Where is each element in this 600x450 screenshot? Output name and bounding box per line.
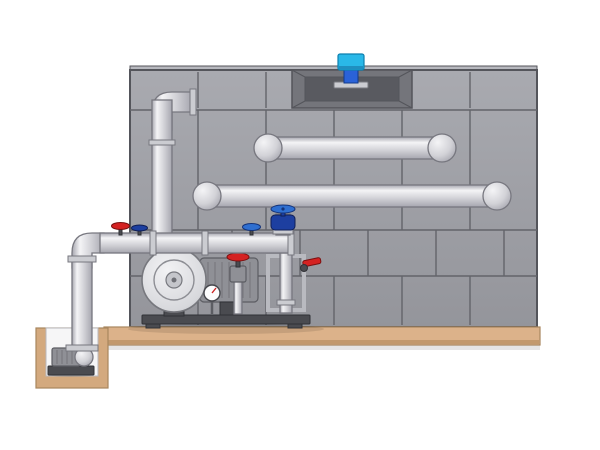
skid-shadow (128, 324, 324, 334)
manifold-blue-handwheel-valve (131, 224, 148, 236)
skid-foot-left (145, 323, 161, 329)
manifold-run (99, 232, 293, 254)
suction-flange-upper (67, 255, 97, 263)
upper-pipe-run (267, 136, 443, 160)
red-lever (302, 257, 322, 268)
middle-pipe-left-elbow (192, 181, 222, 211)
sensor-band (339, 66, 363, 69)
pressure-gauge (203, 284, 221, 314)
red-lever-valve (300, 257, 322, 272)
sump-pump (47, 347, 95, 376)
pump-skid (141, 247, 322, 329)
red-handwheel-valve (226, 252, 250, 315)
suction-down-pipe (65, 232, 105, 352)
upper-pipe-left-elbow (253, 133, 283, 163)
globe-valve-body (270, 214, 296, 231)
riser-vertical-run (151, 99, 173, 237)
sump-pump-fins (56, 350, 73, 364)
sump-pit (35, 327, 109, 389)
upper-pipe-right-elbow (427, 133, 457, 163)
blue-globe-valve (270, 204, 296, 236)
manifold-flange-1 (149, 230, 157, 256)
small-blue-wheel (242, 223, 261, 231)
middle-pipe-right-elbow (482, 181, 512, 211)
lever-pivot (300, 264, 308, 272)
floor-front-edge (105, 340, 539, 344)
pump-hub-bolt (171, 277, 177, 283)
valve-body (229, 265, 247, 283)
hatch-perspective-lines (291, 69, 413, 109)
frame-pipe-flange (276, 299, 296, 306)
riser-elbow-flange (189, 88, 197, 116)
riser-joint-flange (148, 139, 176, 146)
gauge-needle (211, 287, 217, 294)
centrifugal-pump (141, 247, 207, 317)
manifold-red-handwheel-valve (111, 222, 130, 236)
floor-shadow (108, 345, 540, 350)
blue-valve-wheel (131, 224, 148, 232)
skid-foot-right (287, 323, 303, 329)
pump-casing-ring (153, 259, 195, 301)
frame-stand (266, 252, 306, 314)
valve-drop-pipe (233, 279, 243, 315)
sensor-stem (343, 68, 359, 84)
red-valve-wheel (111, 222, 130, 230)
level-sensor (333, 53, 369, 89)
small-blue-handwheel-valve (242, 223, 261, 236)
sump-pump-base (47, 365, 95, 376)
suction-vertical-run (71, 259, 93, 351)
riser-pipe (148, 88, 197, 237)
red-handwheel (226, 252, 250, 262)
middle-distribution-pipe (192, 181, 512, 211)
suction-flange-lower (65, 344, 99, 352)
middle-pipe-run (206, 184, 498, 208)
manifold-flange-2 (201, 230, 209, 256)
upper-distribution-pipe (253, 133, 457, 163)
globe-valve-hub (281, 207, 285, 211)
manifold-pipe (99, 222, 295, 256)
